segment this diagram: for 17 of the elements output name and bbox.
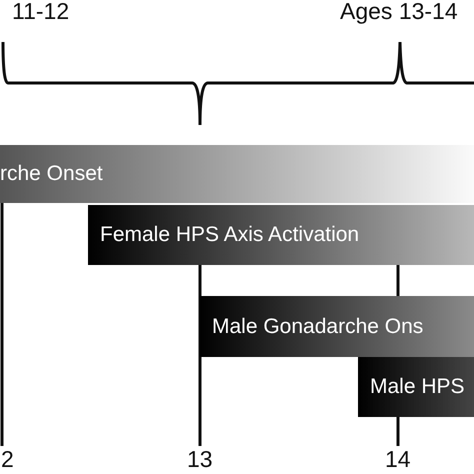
bar-label: rche Onset xyxy=(0,162,103,186)
timeline-tick-line xyxy=(198,265,202,446)
timeline-bar xyxy=(200,296,474,357)
bar-label: Male Gonadarche Ons xyxy=(212,314,424,338)
timeline-tick-line xyxy=(0,203,4,446)
bar-label: Female HPS Axis Activation xyxy=(100,223,360,247)
age-tick-label: 13 xyxy=(187,448,213,470)
age-range-label: Ages 13-14 xyxy=(340,0,458,23)
timeline-tick-line xyxy=(396,417,400,446)
age-tick-label: 2 xyxy=(1,448,14,470)
timeline-bar xyxy=(88,205,474,265)
bar-label: Male HPS xyxy=(370,375,465,399)
age-range-label: 11-12 xyxy=(12,0,70,23)
timeline-tick-line xyxy=(396,265,400,296)
age-tick-label: 14 xyxy=(385,448,411,470)
timeline-bar xyxy=(0,145,474,203)
timeline-bar xyxy=(358,357,474,417)
